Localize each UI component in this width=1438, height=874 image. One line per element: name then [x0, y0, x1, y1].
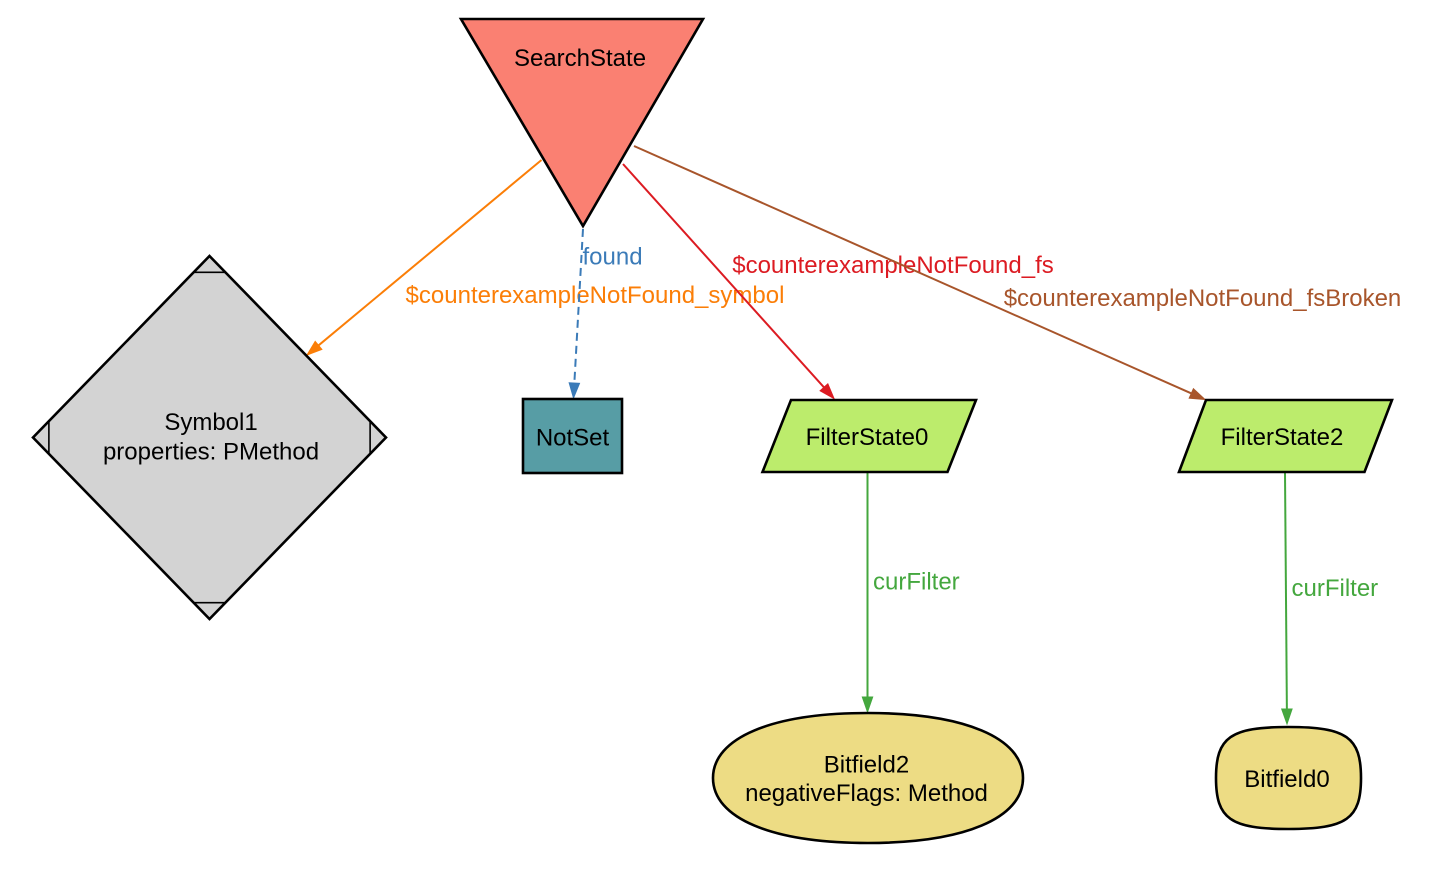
node-shape-bitfield0	[1214, 725, 1363, 831]
node-shape-filterstate0	[760, 398, 978, 474]
arrowhead-icon	[861, 696, 874, 714]
edge-filterstate0-bitfield2: curFilter	[861, 473, 960, 714]
node-label-filterstate0: FilterState0	[806, 424, 929, 451]
edge-searchstate-symbol1: $counterexampleNotFound_symbol	[305, 159, 785, 356]
edge-label-searchstate-symbol1: $counterexampleNotFound_symbol	[406, 282, 785, 309]
edge-label-searchstate-notset: found	[583, 244, 643, 271]
node-filterstate0: FilterState0	[760, 398, 978, 474]
node-label-bitfield2-line2: negativeFlags: Method	[745, 780, 988, 807]
edge-label-filterstate2-bitfield0: curFilter	[1292, 575, 1379, 602]
node-label-bitfield0: Bitfield0	[1244, 766, 1329, 793]
node-searchstate: SearchState	[458, 17, 706, 229]
arrowhead-icon	[568, 382, 581, 400]
node-label-filterstate2: FilterState2	[1221, 424, 1344, 451]
node-shape-symbol1	[31, 254, 388, 621]
arrowhead-icon	[1188, 387, 1207, 401]
arrowhead-icon	[305, 340, 323, 356]
edge-filterstate2-bitfield0: curFilter	[1280, 472, 1379, 726]
node-shape-bitfield2	[711, 711, 1025, 845]
node-notset: NotSet	[521, 397, 624, 475]
arrowhead-icon	[819, 383, 836, 400]
node-label-notset: NotSet	[536, 425, 610, 452]
node-label-searchstate: SearchState	[514, 45, 646, 72]
arrowhead-icon	[1280, 708, 1293, 726]
edge-searchstate-notset: found	[568, 228, 643, 400]
node-shape-searchstate	[458, 17, 706, 229]
edge-line-searchstate-filterstate2	[633, 145, 1194, 396]
node-shape-filterstate2	[1177, 398, 1394, 474]
node-shape-notset	[521, 397, 624, 475]
edge-searchstate-filterstate2: $counterexampleNotFound_fsBroken	[633, 145, 1402, 401]
edge-line-filterstate2-bitfield0	[1284, 472, 1288, 712]
node-filterstate2: FilterState2	[1177, 398, 1394, 474]
node-bitfield0: Bitfield0	[1214, 725, 1363, 831]
edge-searchstate-filterstate0: $counterexampleNotFound_fs	[622, 163, 1054, 400]
edge-line-searchstate-notset	[573, 228, 584, 386]
node-label-bitfield2-line1: Bitfield2	[824, 752, 909, 779]
edge-label-searchstate-filterstate2: $counterexampleNotFound_fsBroken	[1004, 285, 1402, 312]
node-label-symbol1-line2: properties: PMethod	[103, 439, 319, 466]
edge-label-searchstate-filterstate0: $counterexampleNotFound_fs	[732, 252, 1054, 279]
node-symbol1: Symbol1 properties: PMethod	[31, 254, 388, 621]
edge-line-searchstate-filterstate0	[622, 163, 827, 390]
edge-line-searchstate-symbol1	[316, 159, 543, 348]
edge-label-filterstate0-bitfield2: curFilter	[873, 569, 960, 596]
node-label-symbol1-line1: Symbol1	[164, 409, 257, 436]
